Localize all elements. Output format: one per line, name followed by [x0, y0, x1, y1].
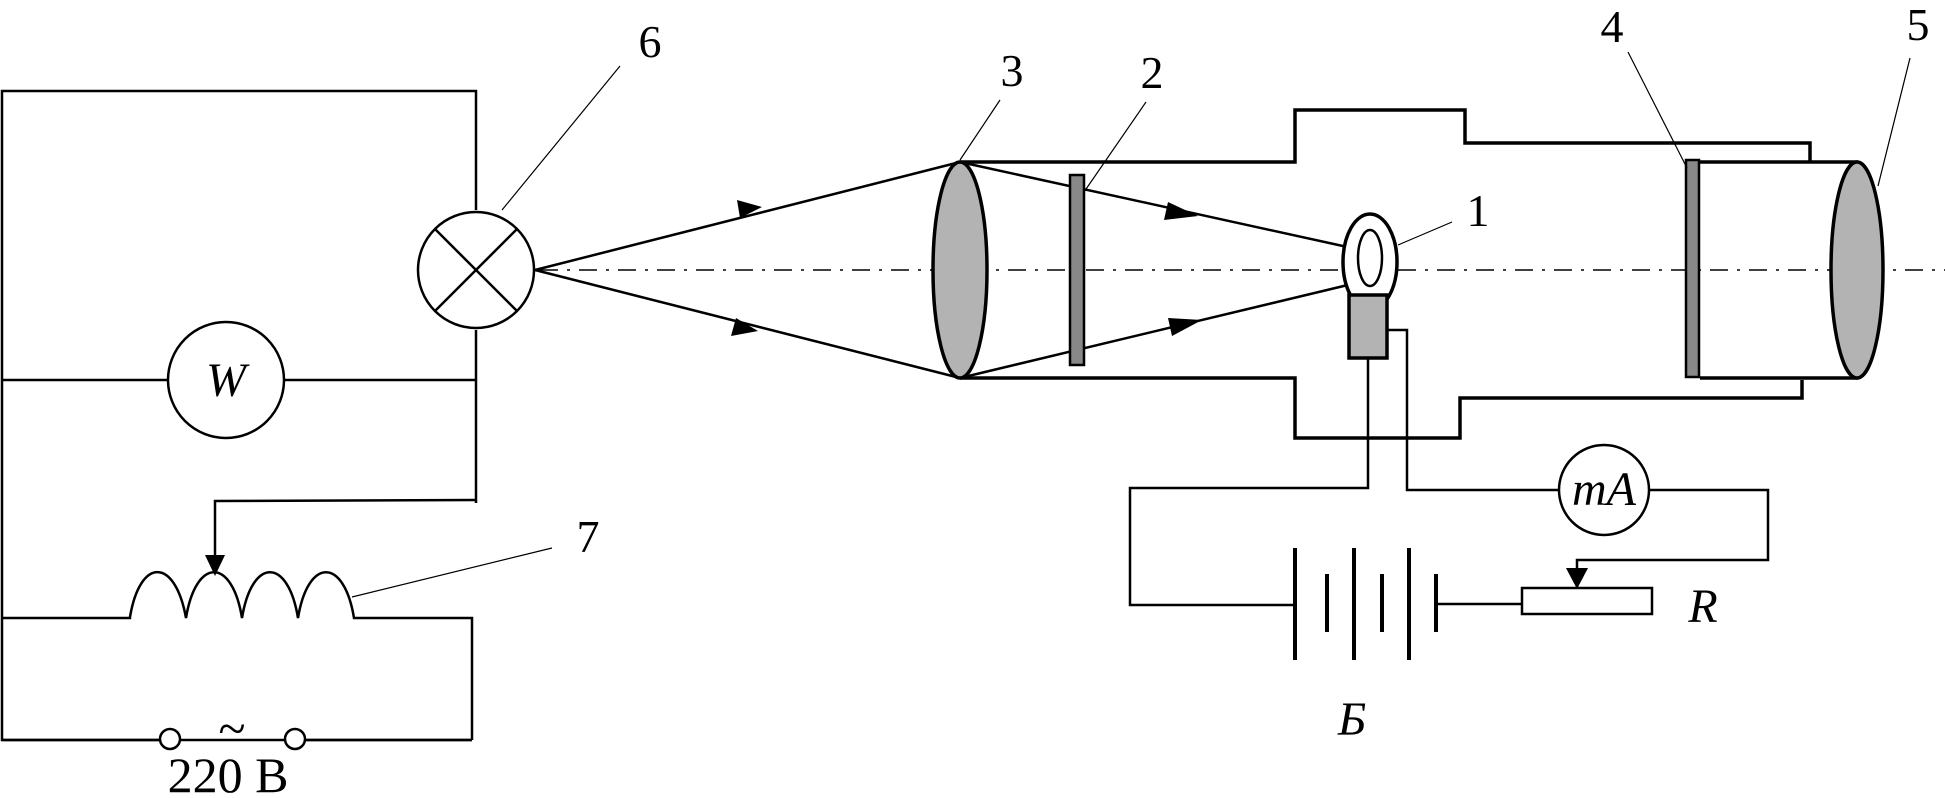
- ray-upper-incoming: [534, 160, 961, 272]
- battery-label: Б: [1337, 693, 1366, 746]
- cathode-wire: [1128, 358, 1370, 607]
- label-1: 1: [1467, 185, 1490, 236]
- supply-tilde: ~: [218, 700, 245, 756]
- photocell-1: 1: [1341, 185, 1490, 360]
- housing-top-outline: [960, 108, 1812, 164]
- leader-line-4: [1627, 51, 1688, 169]
- terminal-right-icon: [283, 727, 307, 751]
- arrow-lower-left-icon: [731, 318, 758, 336]
- resistor-label: R: [1687, 580, 1717, 633]
- wiper-arrow-icon: [205, 555, 225, 576]
- meter-to-rheostat-wire: [1575, 488, 1770, 570]
- anode-wire: [1387, 328, 1560, 492]
- lamp-cross-b: [434, 228, 518, 312]
- supply-voltage-label: 220 В: [168, 747, 289, 798]
- wattmeter-label: W: [206, 354, 250, 407]
- condenser-lens-3: [931, 160, 989, 380]
- objective-lens-5: [1829, 160, 1885, 380]
- light-rays: [534, 160, 1353, 380]
- lamp-power-circuit: W 6 7 ~ 220 В: [0, 16, 662, 798]
- label-7: 7: [577, 511, 600, 562]
- optical-housing: [960, 108, 1858, 440]
- photocell-base: [1347, 293, 1389, 360]
- filter-plate-2: [1068, 173, 1086, 367]
- ray-upper-converging: [959, 160, 1353, 250]
- housing-bottom-outline: [960, 376, 1804, 440]
- leader-line-6: [501, 65, 621, 211]
- terminal-left-icon: [158, 727, 182, 751]
- ray-lower-incoming: [534, 268, 961, 380]
- photocell-circuit: R mA Б: [1128, 328, 1770, 746]
- leader-line-3: [959, 99, 1001, 161]
- leader-line-2: [1083, 101, 1147, 193]
- leader-line-7: [351, 547, 553, 598]
- wattmeter-icon: [166, 320, 286, 440]
- label-3: 3: [1001, 45, 1024, 96]
- battery-icon: [1293, 548, 1438, 660]
- label-4: 4: [1601, 1, 1624, 52]
- diaphragm-plate-4: [1684, 158, 1701, 379]
- rheostat-icon: [1520, 586, 1654, 616]
- rheostat-wiper-arrow-icon: [1566, 568, 1588, 589]
- wiper-wire: [213, 498, 477, 558]
- coil-rheostat-icon: [2, 571, 474, 740]
- arrow-upper-right-icon: [1164, 202, 1198, 220]
- ray-lower-converging: [959, 282, 1353, 380]
- photocell-bulb-inner: [1356, 228, 1384, 288]
- label-2: 2: [1141, 47, 1164, 98]
- leader-line-1: [1397, 221, 1453, 246]
- arrow-upper-left-icon: [737, 200, 762, 218]
- arrow-lower-right-icon: [1168, 318, 1202, 336]
- label-5: 5: [1907, 0, 1930, 50]
- leader-line-5: [1877, 57, 1911, 187]
- label-6: 6: [639, 16, 662, 67]
- milliammeter-label: mA: [1572, 463, 1637, 516]
- milliammeter-icon: [1557, 443, 1651, 537]
